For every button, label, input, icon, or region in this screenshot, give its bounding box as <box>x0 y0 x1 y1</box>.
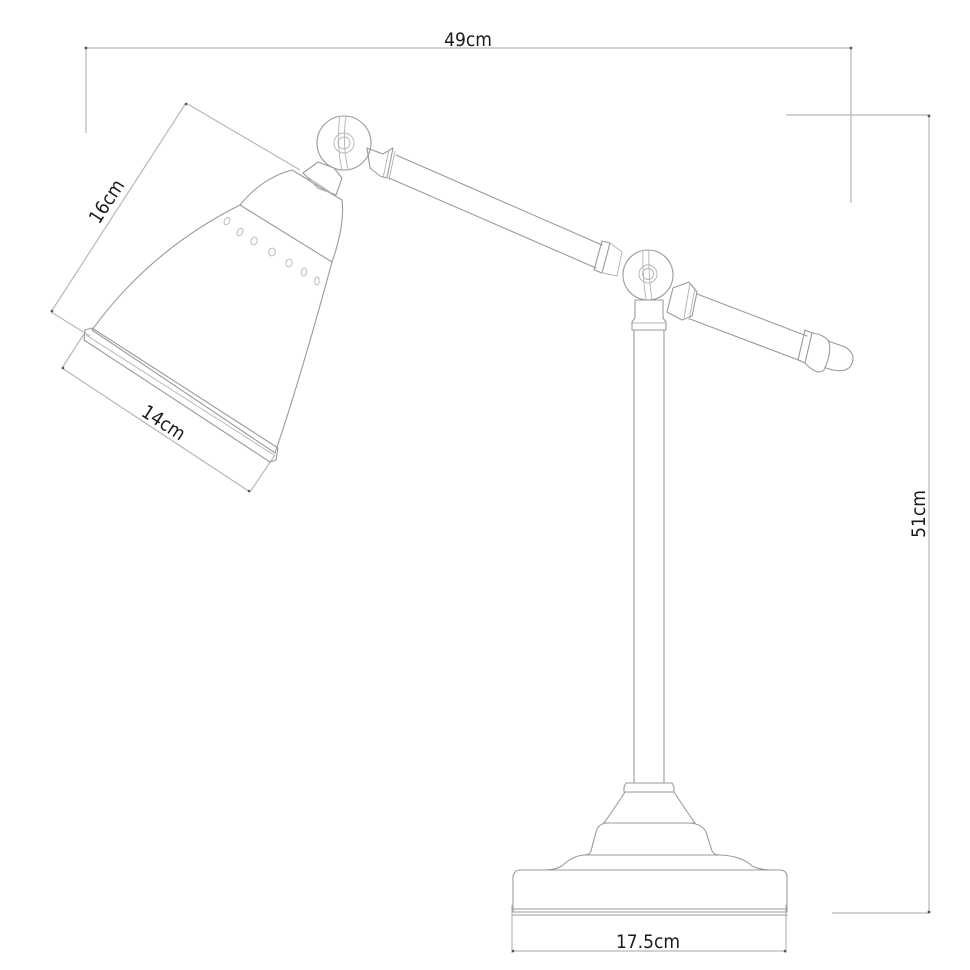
overall-width-label: 49cm <box>444 29 492 51</box>
dimension-overall-height: 51cm <box>786 114 931 914</box>
shade-diameter-label: 14cm <box>137 401 189 445</box>
dimension-base-diameter: 17.5cm <box>511 905 787 953</box>
lower-joint <box>622 249 674 301</box>
overall-height-label: 51cm <box>908 490 930 538</box>
dimension-shade-diameter: 14cm <box>61 333 276 493</box>
upper-joint <box>316 115 372 171</box>
lamp-shade <box>83 161 344 463</box>
base-diameter-label: 17.5cm <box>616 931 680 953</box>
lamp-stem <box>631 299 667 784</box>
lamp-base <box>512 782 788 916</box>
shade-vent-holes <box>223 216 320 286</box>
lamp-arm <box>366 147 854 373</box>
dimension-overall-width: 49cm <box>84 29 853 203</box>
